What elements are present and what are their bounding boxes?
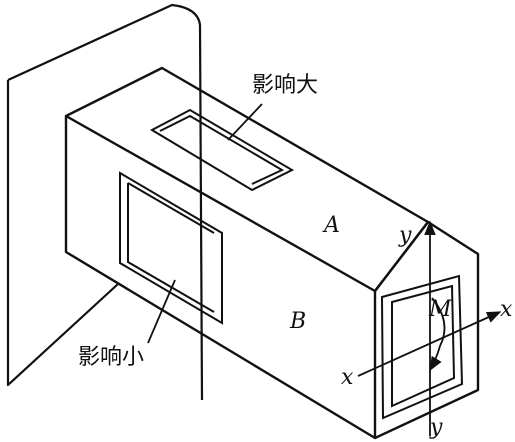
label-small-influence: 影响小 <box>78 345 144 370</box>
label-axis-y-bottom: y <box>429 415 443 440</box>
side-opening <box>119 171 223 325</box>
moment-arrow <box>429 297 446 372</box>
label-moment: M <box>428 297 452 322</box>
label-axis-x-left: x <box>341 365 354 390</box>
label-face-b: B <box>289 309 306 334</box>
axes <box>357 220 502 436</box>
label-face-a: A <box>322 213 340 238</box>
label-axis-x-right: x <box>500 297 513 322</box>
end-face <box>374 220 480 440</box>
front-face <box>64 116 377 440</box>
leader-lines <box>147 103 263 344</box>
top-opening <box>149 108 295 192</box>
end-face-window <box>380 274 464 420</box>
label-axis-y-top: y <box>398 223 412 248</box>
wall-support <box>6 3 204 401</box>
x-axis-line <box>357 311 502 377</box>
label-large-influence: 影响大 <box>252 73 318 98</box>
